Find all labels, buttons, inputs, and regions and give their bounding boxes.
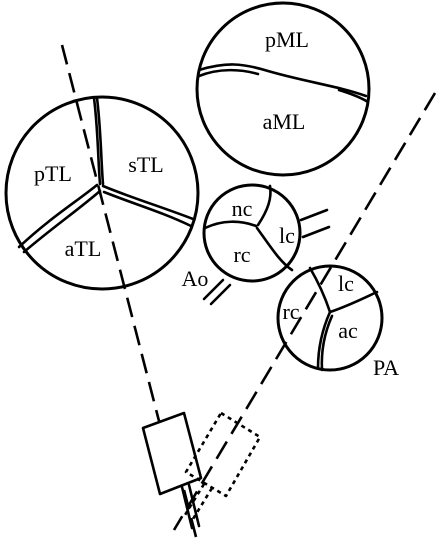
tricuspid-commissure-right <box>101 184 195 221</box>
tricuspid-septal-leaflet-label: sTL <box>128 152 163 177</box>
aortic-valve-ring <box>202 183 302 283</box>
transducer-dotted <box>183 411 262 520</box>
pulmonary-commissure-upper <box>308 266 332 314</box>
mitral-posterior-leaflet-label: pML <box>265 27 309 52</box>
tricuspid-valve-ring <box>4 95 200 291</box>
pulmonary-left-cusp-label: lc <box>338 271 354 296</box>
aortic-commissure-lower <box>255 226 294 272</box>
right-coronary-ostium <box>202 278 225 301</box>
pulmonary-right-cusp-label: rc <box>282 299 299 324</box>
aortic-noncoronary-cusp-label: nc <box>232 196 253 221</box>
mitral-valve-ring <box>195 1 371 177</box>
pulmonary-commissure-lower <box>316 310 332 370</box>
pulmonary-artery-label: PA <box>373 355 399 380</box>
beam-line-right <box>172 92 437 531</box>
left-coronary-ostium <box>299 208 329 222</box>
pulmonary-commissure-right <box>328 290 379 314</box>
probe-beams <box>60 44 437 538</box>
aortic-commissure-left <box>203 220 258 230</box>
aortic-commissure-right <box>256 184 272 227</box>
pulmonary-valve-ring <box>276 264 384 372</box>
aortic-valve: nc lc rc Ao <box>182 183 331 306</box>
mitral-coaptation-line <box>197 63 368 98</box>
tricuspid-posterior-leaflet-label: pTL <box>34 161 72 186</box>
aortic-left-coronary-cusp-label: lc <box>279 223 295 248</box>
beam-line-left <box>60 44 161 422</box>
tricuspid-commissure-upper <box>92 96 102 186</box>
pulmonary-anterior-cusp-label: ac <box>338 318 358 343</box>
tricuspid-commissure-left <box>17 183 99 249</box>
mitral-anterior-leaflet-label: aML <box>263 109 306 134</box>
mitral-valve: pML aML <box>195 1 371 177</box>
beam-line-left-lower <box>182 489 198 538</box>
tricuspid-anterior-leaflet-label: aTL <box>65 236 102 261</box>
aorta-label: Ao <box>182 266 209 291</box>
transducer-solid <box>141 411 203 530</box>
aortic-right-coronary-cusp-label: rc <box>233 242 250 267</box>
pulmonary-valve: lc rc ac PA <box>276 264 399 380</box>
tricuspid-valve: pTL sTL aTL <box>4 95 200 291</box>
